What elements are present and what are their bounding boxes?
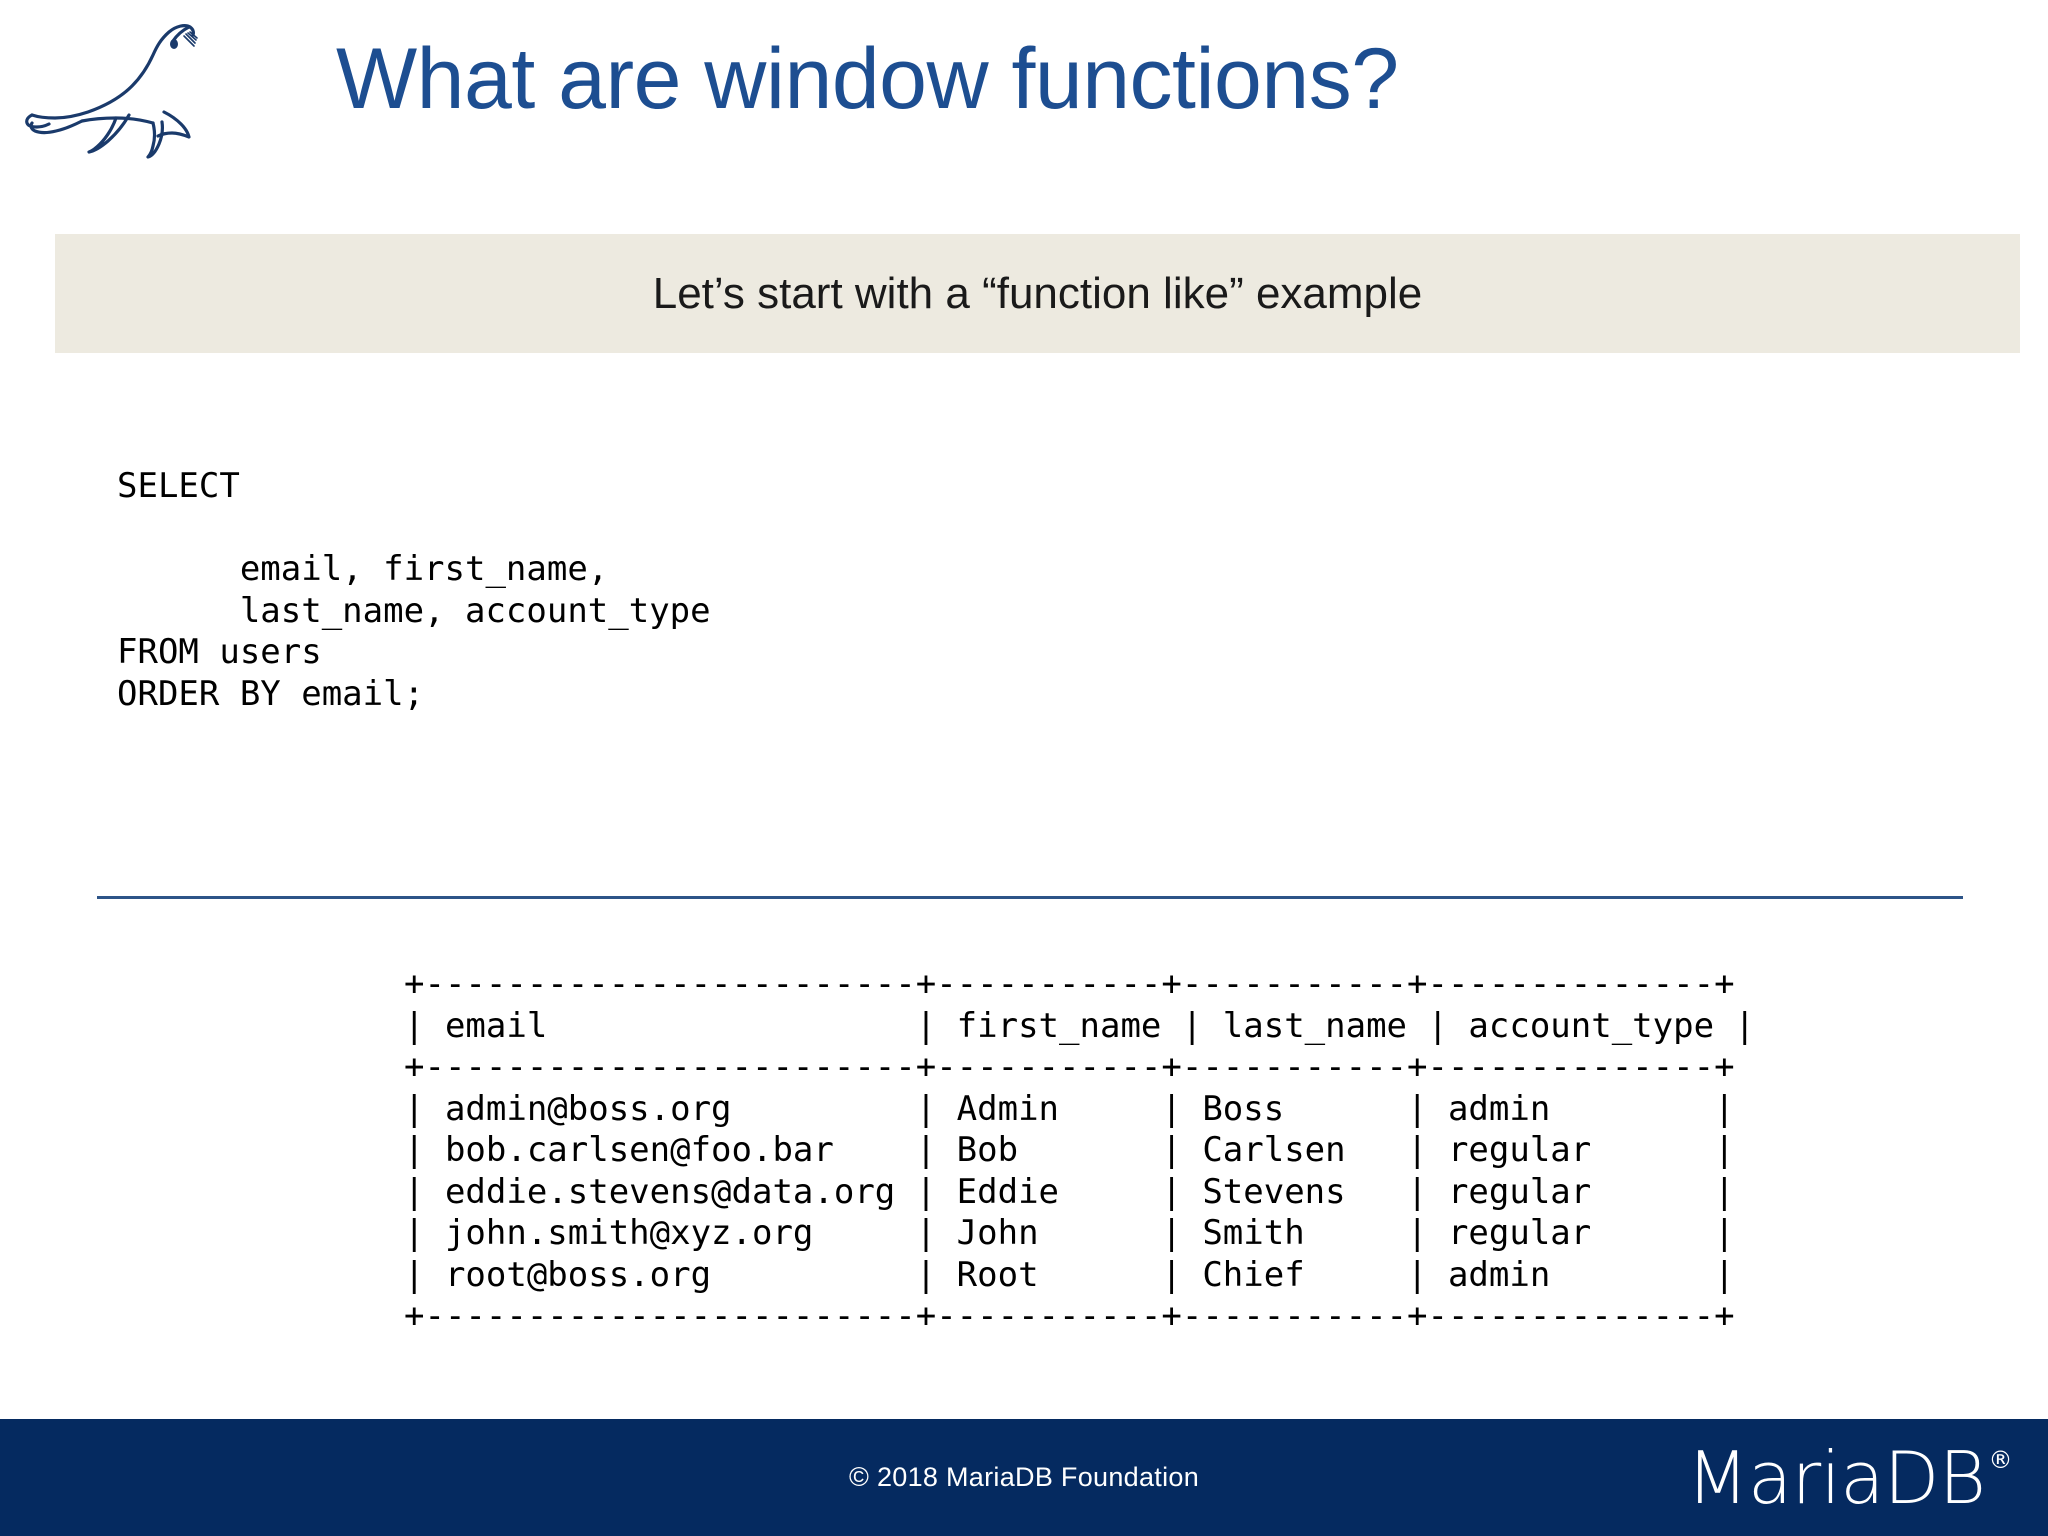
mariadb-wordmark-logo: MariaDB ® [1686,1442,2012,1514]
mariadb-seal-logo-icon [18,8,218,168]
page-title: What are window functions? [336,31,1399,127]
section-divider [97,896,1963,899]
sql-code-block: SELECT email, first_name, last_name, acc… [117,466,711,714]
mariadb-wordmark-text: MariaDB [1686,1435,1986,1520]
footer-bar: © 2018 MariaDB Foundation MariaDB ® [0,1419,2048,1536]
subtitle-text: Let’s start with a “function like” examp… [652,268,1423,318]
footer-copyright: © 2018 MariaDB Foundation [848,1462,1200,1492]
registered-trademark-icon: ® [1988,1445,2013,1474]
subtitle-banner: Let’s start with a “function like” examp… [55,234,2020,353]
query-result-table: +------------------------+-----------+--… [404,964,1756,1336]
